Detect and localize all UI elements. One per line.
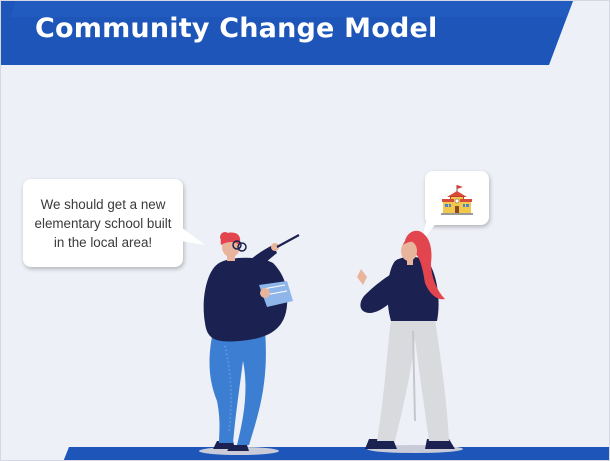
woman-pointing xyxy=(357,230,463,453)
speech-bubble: We should get a new elementary school bu… xyxy=(23,179,183,267)
school-building-icon xyxy=(441,185,473,215)
woman-with-glasses xyxy=(199,232,300,455)
speech-bubble-tail xyxy=(181,227,205,245)
speech-text: We should get a new elementary school bu… xyxy=(34,196,172,250)
slide-title: Community Change Model xyxy=(35,13,438,44)
idea-bubble xyxy=(425,171,489,225)
title-banner xyxy=(1,1,573,65)
